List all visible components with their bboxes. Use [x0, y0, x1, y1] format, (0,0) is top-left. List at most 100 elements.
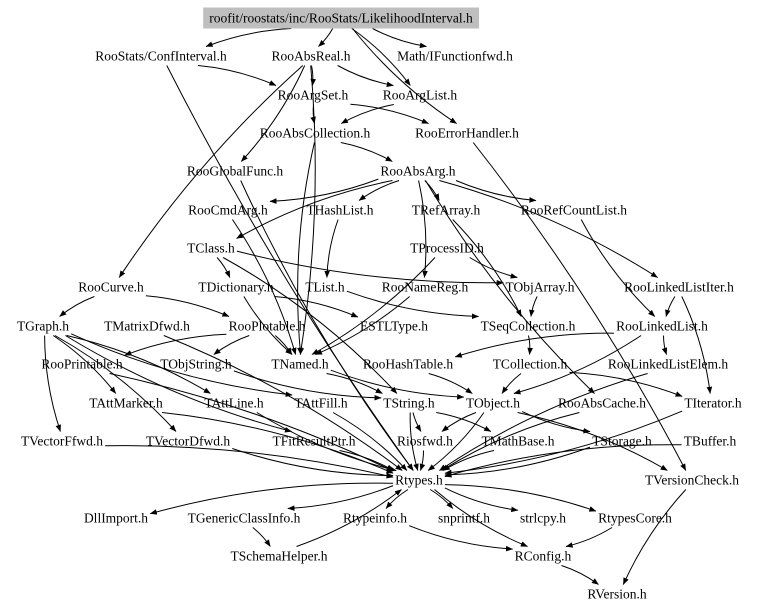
node-rtypescore[interactable]: RtypesCore.h — [596, 509, 674, 528]
node-titer[interactable]: TIterator.h — [682, 394, 744, 413]
node-hashtable[interactable]: RooHashTable.h — [361, 355, 455, 374]
edge-arglist-to-abscoll — [340, 104, 394, 124]
edge-vecff-to-rtypes — [105, 445, 394, 479]
node-tobject[interactable]: TObject.h — [464, 394, 522, 413]
edge-plotable-to-tnamed — [274, 335, 293, 355]
node-mathbase[interactable]: TMathBase.h — [479, 432, 556, 451]
node-matrixd[interactable]: TMatrixDfwd.h — [102, 317, 192, 336]
node-seqcoll[interactable]: TSeqCollection.h — [479, 317, 578, 336]
node-label: RooArgSet.h — [278, 88, 349, 103]
node-processid[interactable]: TProcessID.h — [408, 239, 486, 258]
node-label: TClass.h — [187, 241, 235, 256]
edge-root-to-absreal — [318, 28, 334, 47]
node-rconfig[interactable]: RConfig.h — [513, 547, 574, 566]
node-schemahelper[interactable]: TSchemaHelper.h — [228, 547, 329, 566]
node-ifunc[interactable]: Math/IFunctionfwd.h — [395, 47, 515, 66]
node-vecff[interactable]: TVectorFfwd.h — [19, 432, 105, 451]
node-tgraph[interactable]: TGraph.h — [15, 317, 71, 336]
edge-tstring-to-riosfwd — [412, 412, 422, 432]
edge-hashtable-to-tobject — [428, 373, 473, 394]
node-label: RooLinkedListIter.h — [624, 280, 734, 295]
edge-absarg-to-tclass — [236, 180, 393, 239]
node-refcountlist[interactable]: RooRefCountList.h — [519, 201, 629, 220]
node-tstring[interactable]: TString.h — [381, 394, 437, 413]
node-attmarker[interactable]: TAttMarker.h — [87, 394, 165, 413]
edge-tclass-to-tstring — [222, 257, 398, 394]
node-dllimport[interactable]: DllImport.h — [82, 509, 150, 528]
node-label: RooAbsCache.h — [558, 396, 646, 411]
node-printable[interactable]: RooPrintable.h — [39, 355, 125, 374]
edge-abscache-to-rtypes — [441, 412, 580, 471]
edge-argset-to-errhandler — [350, 103, 429, 124]
edge-absreal-to-arglist — [337, 65, 394, 88]
edge-tnamed-to-tstring — [326, 373, 383, 394]
node-plotable[interactable]: RooPlotable.h — [227, 317, 308, 336]
node-estltype[interactable]: ESTLType.h — [358, 317, 430, 336]
node-tlist[interactable]: TList.h — [303, 278, 347, 297]
node-label: TDictionary.h — [198, 280, 273, 295]
node-versioncheck[interactable]: TVersionCheck.h — [643, 471, 741, 490]
edge-genclassinfo-to-schemahelper — [252, 527, 271, 547]
node-genclassinfo[interactable]: TGenericClassInfo.h — [186, 509, 303, 528]
node-label: ESTLType.h — [360, 319, 428, 334]
node-label: Riosfwd.h — [397, 434, 453, 449]
edge-attline-to-rtypes — [256, 412, 397, 472]
node-label: TAttLine.h — [204, 396, 264, 411]
node-argset[interactable]: RooArgSet.h — [276, 86, 351, 105]
edge-absarg-to-linkedlistiter — [439, 180, 658, 278]
node-label: TVersionCheck.h — [645, 473, 739, 488]
node-linkedlist[interactable]: RooLinkedList.h — [614, 317, 710, 336]
edge-rtypeinfo-to-rconfig — [409, 525, 513, 552]
node-strlcpy[interactable]: strlcpy.h — [518, 509, 568, 528]
node-rtypes[interactable]: Rtypes.h — [393, 471, 445, 490]
node-errhandler[interactable]: RooErrorHandler.h — [413, 124, 521, 143]
node-attline[interactable]: TAttLine.h — [202, 394, 266, 413]
node-globalfunc[interactable]: RooGlobalFunc.h — [185, 162, 286, 181]
node-label: RooCmdArg.h — [188, 203, 268, 218]
node-absreal[interactable]: RooAbsReal.h — [269, 47, 352, 66]
node-fitres[interactable]: TFitResultPtr.h — [271, 432, 358, 451]
node-riosfwd[interactable]: Riosfwd.h — [395, 432, 455, 451]
edge-root-to-arglist — [351, 28, 411, 86]
node-curve[interactable]: RooCurve.h — [76, 278, 146, 297]
node-rversion[interactable]: RVersion.h — [585, 585, 649, 604]
node-rtypeinfo[interactable]: Rtypeinfo.h — [341, 509, 409, 528]
node-tbuffer[interactable]: TBuffer.h — [682, 432, 739, 451]
node-label: TObjArray.h — [506, 280, 575, 295]
node-tstorage[interactable]: TStorage.h — [590, 432, 654, 451]
node-label: RtypesCore.h — [598, 511, 672, 526]
node-absarg[interactable]: RooAbsArg.h — [378, 162, 457, 181]
node-tnamed[interactable]: TNamed.h — [269, 355, 331, 374]
node-abscoll[interactable]: RooAbsCollection.h — [258, 124, 373, 143]
node-label: TMathBase.h — [481, 434, 554, 449]
edge-root-to-ifunc — [372, 28, 427, 49]
node-confint[interactable]: RooStats/ConfInterval.h — [93, 47, 229, 66]
node-label: RooHashTable.h — [363, 357, 453, 372]
node-linkedlistiter[interactable]: RooLinkedListIter.h — [622, 278, 736, 297]
node-root[interactable]: roofit/roostats/inc/RooStats/LikelihoodI… — [203, 7, 480, 29]
node-snprintf[interactable]: snprintf.h — [436, 509, 492, 528]
edge-linkedelem-to-rtypes — [439, 373, 648, 471]
edge-curve-to-tgraph — [59, 296, 95, 317]
edge-rtypescore-to-rconfig — [565, 527, 613, 548]
node-namereg[interactable]: RooNameReg.h — [380, 278, 471, 297]
node-vecdf[interactable]: TVectorDfwd.h — [144, 432, 233, 451]
node-label: TSeqCollection.h — [481, 319, 576, 334]
node-refarray[interactable]: TRefArray.h — [410, 201, 483, 220]
node-objstring[interactable]: TObjString.h — [158, 355, 234, 374]
node-tclass[interactable]: TClass.h — [185, 239, 237, 258]
node-objarray[interactable]: TObjArray.h — [504, 278, 577, 297]
node-abscache[interactable]: RooAbsCache.h — [556, 394, 648, 413]
node-linkedelem[interactable]: RooLinkedListElem.h — [606, 355, 731, 374]
edge-tobject-to-rtypes — [427, 412, 485, 471]
node-cmdarg[interactable]: RooCmdArg.h — [186, 201, 270, 220]
edge-objarray-to-seqcoll — [529, 296, 538, 317]
node-tcoll[interactable]: TCollection.h — [491, 355, 570, 374]
node-arglist[interactable]: RooArgList.h — [381, 86, 460, 105]
node-attfill[interactable]: TAttFill.h — [292, 394, 350, 413]
node-tdict[interactable]: TDictionary.h — [196, 278, 275, 297]
node-box — [203, 7, 480, 29]
node-hashlist[interactable]: THashList.h — [304, 201, 375, 220]
edge-absarg-to-abscache — [425, 180, 595, 394]
